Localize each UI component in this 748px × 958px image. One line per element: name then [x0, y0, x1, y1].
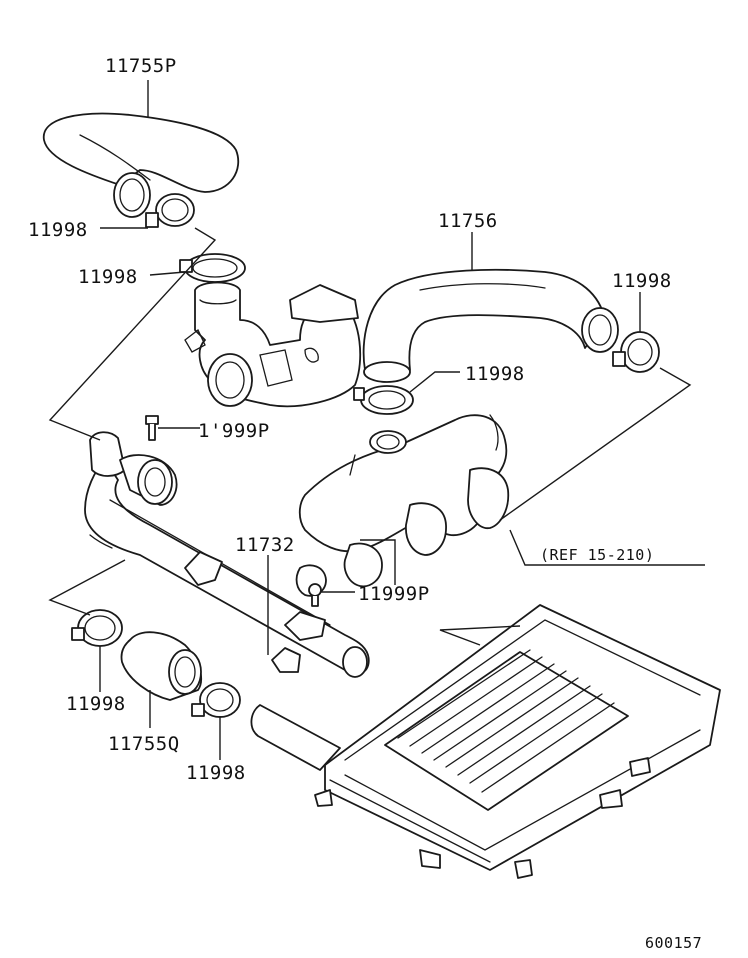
bolt-1999p-upper [145, 415, 159, 441]
callout-11998-b: 11998 [78, 266, 138, 288]
clamp-11998-a [145, 193, 195, 228]
callout-11998-e: 11998 [66, 693, 126, 715]
intake-manifold [295, 414, 510, 597]
callout-reference: (REF 15-210) [540, 546, 654, 564]
callout-11755q: 11755Q [108, 733, 180, 755]
intercooler-core [250, 604, 721, 879]
clamp-11998-b [179, 253, 246, 283]
callout-11999p-lower: 11999P [358, 583, 430, 605]
callout-11998-a: 11998 [28, 219, 88, 241]
right-hose-11756 [362, 268, 619, 383]
bolt-11999p-lower [308, 583, 322, 607]
leader-lines [48, 80, 705, 760]
callout-11755p: 11755P [105, 55, 177, 77]
callout-11998-c: 11998 [465, 363, 525, 385]
lower-hose-11755q [120, 631, 202, 701]
callout-11998-f: 11998 [186, 762, 246, 784]
callout-11732: 11732 [235, 534, 295, 556]
upper-hose-11755p [43, 112, 240, 218]
pipe-end-hose [89, 431, 178, 506]
callout-1999p-upper: 1'999P [198, 420, 270, 442]
intercooler-pipe-11732 [84, 459, 370, 678]
callout-11756: 11756 [438, 210, 498, 232]
clamp-11998-d [612, 331, 660, 373]
throttle-body-assembly [184, 281, 362, 408]
callout-11998-d: 11998 [612, 270, 672, 292]
clamp-11998-e [71, 609, 123, 647]
figure-code: 600157 [645, 934, 702, 952]
clamp-11998-c [353, 385, 414, 415]
